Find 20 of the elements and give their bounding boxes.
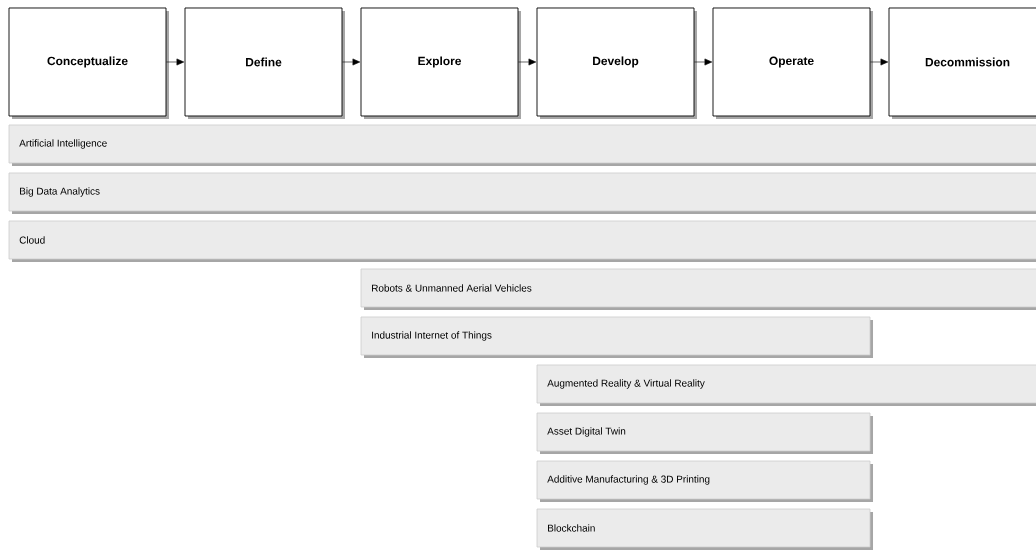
technology-bar: Big Data Analytics bbox=[8, 172, 1036, 214]
technology-bar: Artificial Intelligence bbox=[8, 124, 1036, 166]
arrow bbox=[342, 58, 361, 66]
technology-bar: Asset Digital Twin bbox=[536, 412, 873, 454]
technology-bar: Industrial Internet of Things bbox=[360, 316, 873, 358]
stage-box: Operate bbox=[712, 7, 873, 119]
technology-bar: Augmented Reality & Virtual Reality bbox=[536, 364, 1036, 406]
arrow bbox=[694, 58, 713, 66]
stage-box: Explore bbox=[360, 7, 521, 119]
technology-bar: Blockchain bbox=[536, 508, 873, 550]
stage-box: Develop bbox=[536, 7, 697, 119]
arrow bbox=[870, 58, 889, 66]
technology-bar: Cloud bbox=[8, 220, 1036, 262]
stage-box: Conceptualize bbox=[8, 7, 169, 119]
arrow bbox=[518, 58, 537, 66]
technology-bar: Additive Manufacturing & 3D Printing bbox=[536, 460, 873, 502]
technology-bar: Robots & Unmanned Aerial Vehicles bbox=[360, 268, 1036, 310]
stage-box: Define bbox=[184, 7, 345, 119]
stage-box: Decommission bbox=[888, 7, 1036, 119]
arrow bbox=[166, 58, 185, 66]
